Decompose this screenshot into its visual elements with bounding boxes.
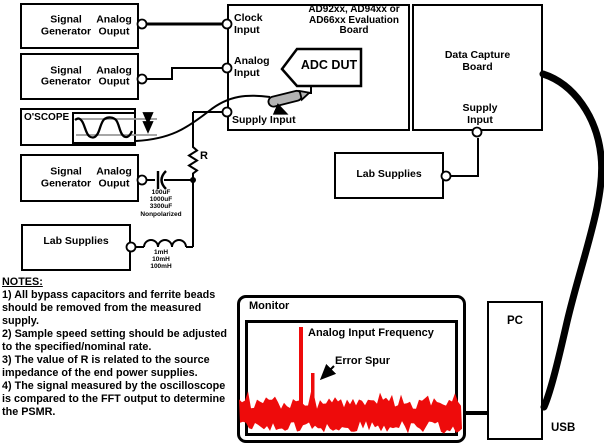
signal-generator-2-title: Signal Generator <box>40 64 92 88</box>
analog-wire <box>146 67 223 80</box>
note-item-1: 1) All bypass capacitors and ferrite bea… <box>2 289 216 327</box>
lab-supplies-right-box: Lab Supplies <box>334 152 444 199</box>
signal-generator-2-box: Signal Generator Analog Ouput <box>20 53 139 100</box>
resistor-label: R <box>200 150 208 162</box>
signal-generator-2-output-label: Analog Ouput <box>96 64 132 88</box>
capacitor-value-3: 3300uF <box>149 203 173 211</box>
lab-supply-right-wire <box>451 138 479 177</box>
note-item-4: 4) The signal measured by the oscillosco… <box>2 380 226 418</box>
signal-generator-1-title: Signal Generator <box>40 13 92 37</box>
analog-input-frequency-annotation: Analog Input Frequency <box>308 327 434 339</box>
signal-generator-3-output-label: Analog Ouput <box>96 165 132 189</box>
signal-generator-3-box: Signal Generator Analog Ouput <box>20 154 139 202</box>
lab-supplies-left-box: Lab Supplies <box>21 224 131 271</box>
signal-generator-3-title: Signal Generator <box>40 165 92 189</box>
lab-supplies-right-label: Lab Supplies <box>356 168 422 180</box>
inductor-value-2: 10mH <box>152 255 170 263</box>
inductor-value-3: 100mH <box>150 262 172 270</box>
inductor-symbol <box>136 239 193 248</box>
usb-label: USB <box>551 422 576 434</box>
supply-input-label: Supply Input <box>232 114 296 126</box>
notes-section: NOTES: 1) All bypass capacitors and ferr… <box>2 276 246 419</box>
capacitor-symbol <box>156 170 167 190</box>
error-spur-annotation: Error Spur <box>335 355 391 367</box>
evaluation-board-title: AD92xx, AD94xx or AD66xx Evaluation Boar… <box>308 4 400 36</box>
resistor-symbol <box>187 112 199 247</box>
capacitor-values: 100uF 1000uF 3300uF Nonpolarized <box>132 189 190 218</box>
signal-generator-1-box: Signal Generator Analog Ouput <box>20 3 139 49</box>
inductor-values: 1mH 10mH 100mH <box>132 249 190 271</box>
oscilloscope-box: O'SCOPE <box>20 108 136 146</box>
dcb-supply-input-label: Supply Input <box>462 102 498 126</box>
monitor-label: Monitor <box>249 300 290 312</box>
clock-input-label: Clock Input <box>234 12 263 36</box>
capacitor-value-2: 1000uF <box>149 196 173 204</box>
usb-cable <box>539 70 604 411</box>
junction-dot <box>190 177 196 183</box>
note-item-3: 3) The value of R is related to the sour… <box>2 354 210 379</box>
capacitor-value-1: 100uF <box>151 189 171 196</box>
inductor-value-1: 1mH <box>153 249 169 256</box>
lab-supplies-left-label: Lab Supplies <box>43 235 109 247</box>
notes-heading: NOTES: <box>2 276 43 288</box>
note-item-2: 2) Sample speed setting should be adjust… <box>2 328 227 353</box>
adc-dut-label: ADC DUT <box>300 58 358 72</box>
data-capture-board-title: Data Capture Board <box>444 49 511 73</box>
oscilloscope-label: O'SCOPE <box>24 112 70 123</box>
capacitor-note: Nonpolarized <box>140 210 182 218</box>
signal-generator-1-output-label: Analog Ouput <box>96 13 132 37</box>
pc-label: PC <box>507 315 523 327</box>
analog-input-label: Analog Input <box>234 55 270 79</box>
